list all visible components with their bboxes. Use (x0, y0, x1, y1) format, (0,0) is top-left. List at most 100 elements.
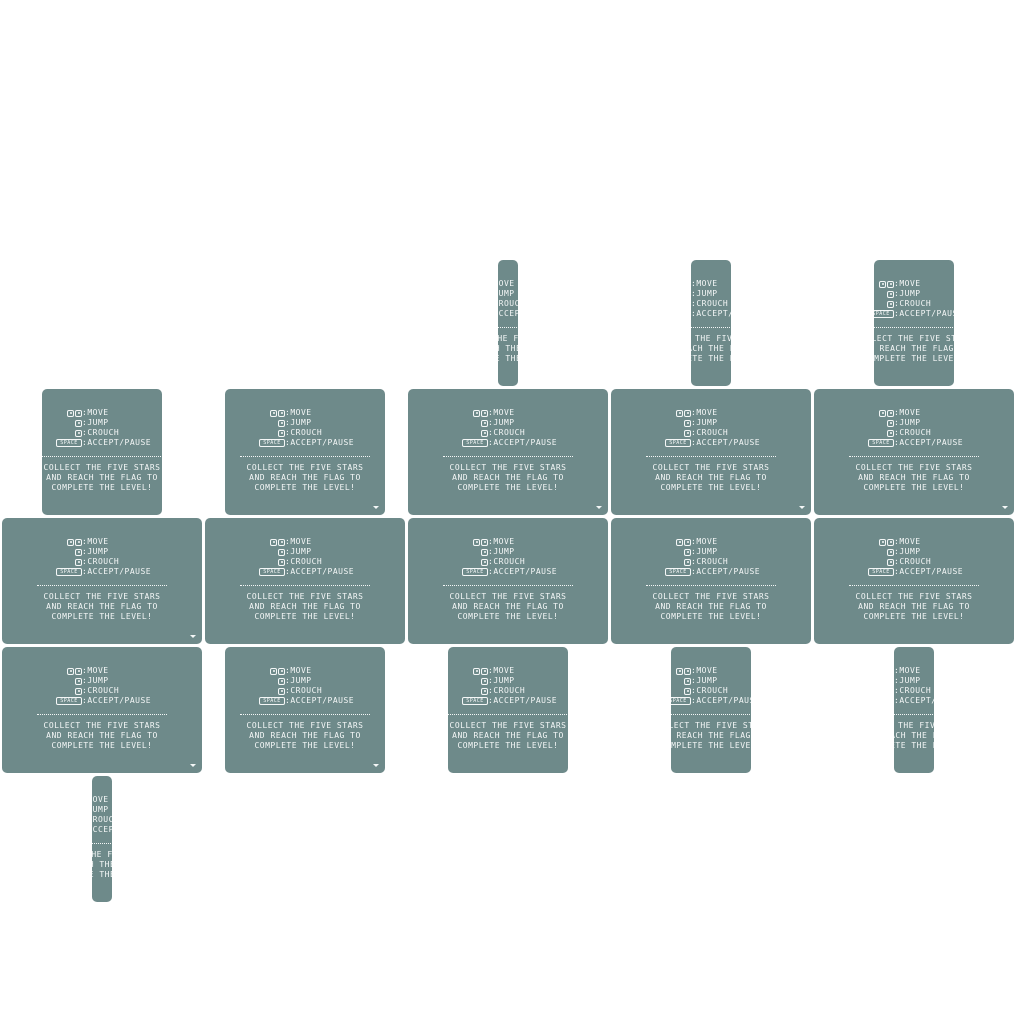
objective-line-3: COMPLETE THE LEVEL! (92, 870, 112, 879)
objective-line-3: COMPLETE THE LEVEL! (457, 612, 559, 621)
up-key-icon (257, 419, 285, 427)
objective-message: COLLECT THE FIVE STARS AND REACH THE FLA… (225, 463, 385, 493)
control-crouch-label: :CROUCH (82, 428, 120, 437)
scroll-down-arrow-icon[interactable] (799, 506, 805, 509)
up-key-icon (663, 419, 691, 427)
scroll-down-arrow-icon[interactable] (596, 506, 602, 509)
divider (443, 585, 573, 586)
objective-line-2: AND REACH THE FLAG TO (249, 731, 361, 740)
space-key-icon: SPACE (257, 697, 285, 705)
tutorial-panel: :MOVE :JUMP :CROUCH SPACE :ACCEPT/PAUSE … (448, 647, 568, 773)
control-crouch-row: :CROUCH (894, 686, 934, 696)
objective-line-3: COMPLETE THE LEVEL! (894, 741, 934, 750)
control-jump-label: :JUMP (285, 418, 312, 427)
panel-content: :MOVE :JUMP :CROUCH SPACE :ACCEPT/PAUSE … (225, 647, 385, 773)
tutorial-panel: :MOVE :JUMP :CROUCH SPACE :ACCEPT/PAUSE … (814, 389, 1014, 515)
control-accept-label: :ACCEPT/PAUSE (488, 438, 558, 447)
control-crouch-label: :CROUCH (691, 299, 729, 308)
control-jump-row: :JUMP (663, 418, 760, 428)
objective-line-1: COLLECT THE FIVE STARS (43, 463, 161, 472)
control-move-label: :MOVE (894, 408, 921, 417)
control-crouch-label: :CROUCH (691, 557, 729, 566)
space-key-icon: SPACE (663, 439, 691, 447)
divider (849, 456, 979, 457)
control-jump-label: :JUMP (498, 289, 515, 298)
control-crouch-label: :CROUCH (894, 557, 932, 566)
objective-message: COLLECT THE FIVE STARS AND REACH THE FLA… (408, 463, 608, 493)
panel-content: :MOVE :JUMP :CROUCH SPACE :ACCEPT/PAUSE … (814, 389, 1014, 515)
divider (646, 585, 776, 586)
control-jump-label: :JUMP (285, 547, 312, 556)
control-jump-label: :JUMP (894, 289, 921, 298)
arrow-keys-icon (663, 409, 691, 417)
objective-line-2: AND REACH THE FLAG TO (858, 602, 970, 611)
scroll-down-arrow-icon[interactable] (190, 635, 196, 638)
control-crouch-row: :CROUCH (460, 428, 557, 438)
control-accept-row: SPACE :ACCEPT/PAUSE (894, 696, 934, 706)
scroll-down-arrow-icon[interactable] (190, 764, 196, 767)
control-accept-row: SPACE :ACCEPT/PAUSE (460, 567, 557, 577)
control-move-label: :MOVE (488, 537, 515, 546)
tutorial-panel: :MOVE :JUMP :CROUCH SPACE :ACCEPT/PAUSE … (671, 647, 751, 773)
divider (37, 714, 167, 715)
space-key-icon: SPACE (874, 310, 894, 318)
control-crouch-label: :CROUCH (488, 686, 526, 695)
arrow-keys-icon (663, 538, 691, 546)
tutorial-panel: :MOVE :JUMP :CROUCH SPACE :ACCEPT/PAUSE … (894, 647, 934, 773)
control-jump-row: :JUMP (874, 289, 954, 299)
panel-content: :MOVE :JUMP :CROUCH SPACE :ACCEPT/PAUSE … (671, 647, 751, 773)
objective-line-2: AND REACH THE FLAG TO (691, 344, 731, 353)
control-move-row: :MOVE (663, 408, 760, 418)
panel-content: :MOVE :JUMP :CROUCH SPACE :ACCEPT/PAUSE … (498, 260, 518, 386)
space-key-icon: SPACE (663, 568, 691, 576)
objective-line-2: AND REACH THE FLAG TO (452, 602, 564, 611)
control-move-row: :MOVE (257, 537, 354, 547)
scroll-down-arrow-icon[interactable] (373, 506, 379, 509)
objective-line-1: COLLECT THE FIVE STARS (652, 463, 770, 472)
control-accept-row: SPACE :ACCEPT/PAUSE (257, 567, 354, 577)
control-crouch-row: :CROUCH (257, 557, 354, 567)
controls-list: :MOVE :JUMP :CROUCH SPACE :ACCEPT/PAUSE (257, 408, 354, 448)
up-key-icon (663, 548, 691, 556)
control-accept-label: :ACCEPT/PAUSE (691, 309, 731, 318)
up-key-icon (866, 548, 894, 556)
control-accept-row: SPACE :ACCEPT/PAUSE (671, 696, 751, 706)
objective-line-2: AND REACH THE FLAG TO (249, 473, 361, 482)
control-jump-label: :JUMP (285, 676, 312, 685)
tutorial-panel: :MOVE :JUMP :CROUCH SPACE :ACCEPT/PAUSE … (814, 518, 1014, 644)
control-accept-row: SPACE :ACCEPT/PAUSE (92, 825, 112, 835)
objective-line-1: COLLECT THE FIVE STARS (855, 463, 973, 472)
tutorial-panel: :MOVE :JUMP :CROUCH SPACE :ACCEPT/PAUSE … (874, 260, 954, 386)
panel-content: :MOVE :JUMP :CROUCH SPACE :ACCEPT/PAUSE … (2, 518, 202, 644)
tutorial-panel: :MOVE :JUMP :CROUCH SPACE :ACCEPT/PAUSE … (225, 647, 385, 773)
control-jump-row: :JUMP (663, 547, 760, 557)
objective-line-1: COLLECT THE FIVE STARS (498, 334, 518, 343)
objective-line-3: COMPLETE THE LEVEL! (671, 741, 751, 750)
down-key-icon (460, 558, 488, 566)
objective-line-2: AND REACH THE FLAG TO (249, 602, 361, 611)
scroll-down-arrow-icon[interactable] (1002, 506, 1008, 509)
objective-message: COLLECT THE FIVE STARS AND REACH THE FLA… (2, 592, 202, 622)
objective-line-1: COLLECT THE FIVE STARS (43, 721, 161, 730)
control-jump-label: :JUMP (691, 676, 718, 685)
control-crouch-row: :CROUCH (866, 428, 963, 438)
space-key-icon: SPACE (460, 697, 488, 705)
tutorial-panel: :MOVE :JUMP :CROUCH SPACE :ACCEPT/PAUSE … (611, 389, 811, 515)
control-crouch-row: :CROUCH (54, 557, 151, 567)
control-move-label: :MOVE (894, 666, 921, 675)
control-jump-row: :JUMP (460, 418, 557, 428)
objective-message: COLLECT THE FIVE STARS AND REACH THE FLA… (205, 592, 405, 622)
panel-content: :MOVE :JUMP :CROUCH SPACE :ACCEPT/PAUSE … (225, 389, 385, 515)
objective-line-3: COMPLETE THE LEVEL! (660, 483, 762, 492)
down-key-icon (663, 429, 691, 437)
control-accept-row: SPACE :ACCEPT/PAUSE (866, 567, 963, 577)
control-move-label: :MOVE (285, 666, 312, 675)
objective-line-3: COMPLETE THE LEVEL! (51, 741, 153, 750)
control-crouch-label: :CROUCH (894, 686, 932, 695)
control-accept-label: :ACCEPT/PAUSE (285, 567, 355, 576)
control-accept-label: :ACCEPT/PAUSE (691, 567, 761, 576)
scroll-down-arrow-icon[interactable] (373, 764, 379, 767)
controls-list: :MOVE :JUMP :CROUCH SPACE :ACCEPT/PAUSE (54, 408, 151, 448)
control-accept-row: SPACE :ACCEPT/PAUSE (663, 438, 760, 448)
objective-line-3: COMPLETE THE LEVEL! (498, 354, 518, 363)
